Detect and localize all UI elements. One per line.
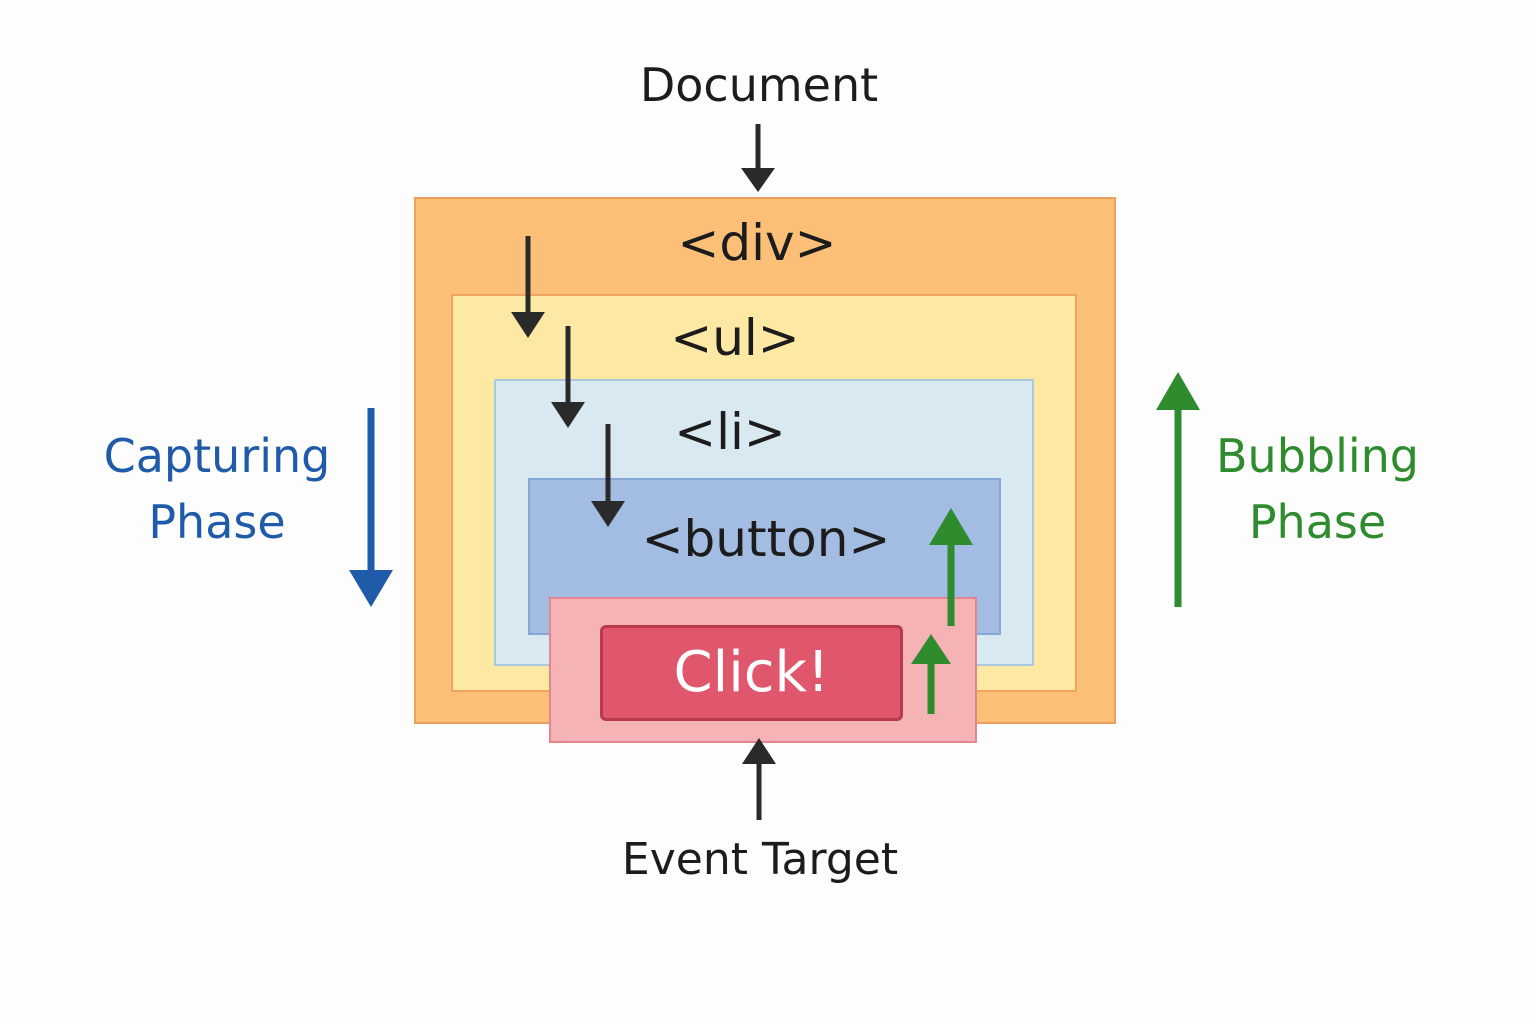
bubbling-phase-line1: Bubbling xyxy=(1215,429,1420,483)
document-down-arrow xyxy=(741,124,775,192)
click-button[interactable]: Click! xyxy=(600,625,903,721)
capturing-phase-label: Capturing Phase xyxy=(82,423,352,555)
li-tag-label: <li> xyxy=(674,403,786,461)
click-button-label: Click! xyxy=(673,640,830,705)
capturing-phase-line2: Phase xyxy=(148,495,286,549)
capturing-phase-line1: Capturing xyxy=(103,429,331,483)
capturing-phase-arrow xyxy=(349,408,393,607)
bubbling-phase-label: Bubbling Phase xyxy=(1190,423,1445,555)
div-tag-label: <div> xyxy=(677,214,837,272)
event-target-up-arrow xyxy=(742,738,776,820)
button-tag-label: <button> xyxy=(641,510,891,568)
ul-tag-label: <ul> xyxy=(670,309,800,367)
document-label: Document xyxy=(639,58,879,112)
bubbling-phase-line2: Phase xyxy=(1248,495,1387,549)
event-target-label: Event Target xyxy=(621,834,899,885)
